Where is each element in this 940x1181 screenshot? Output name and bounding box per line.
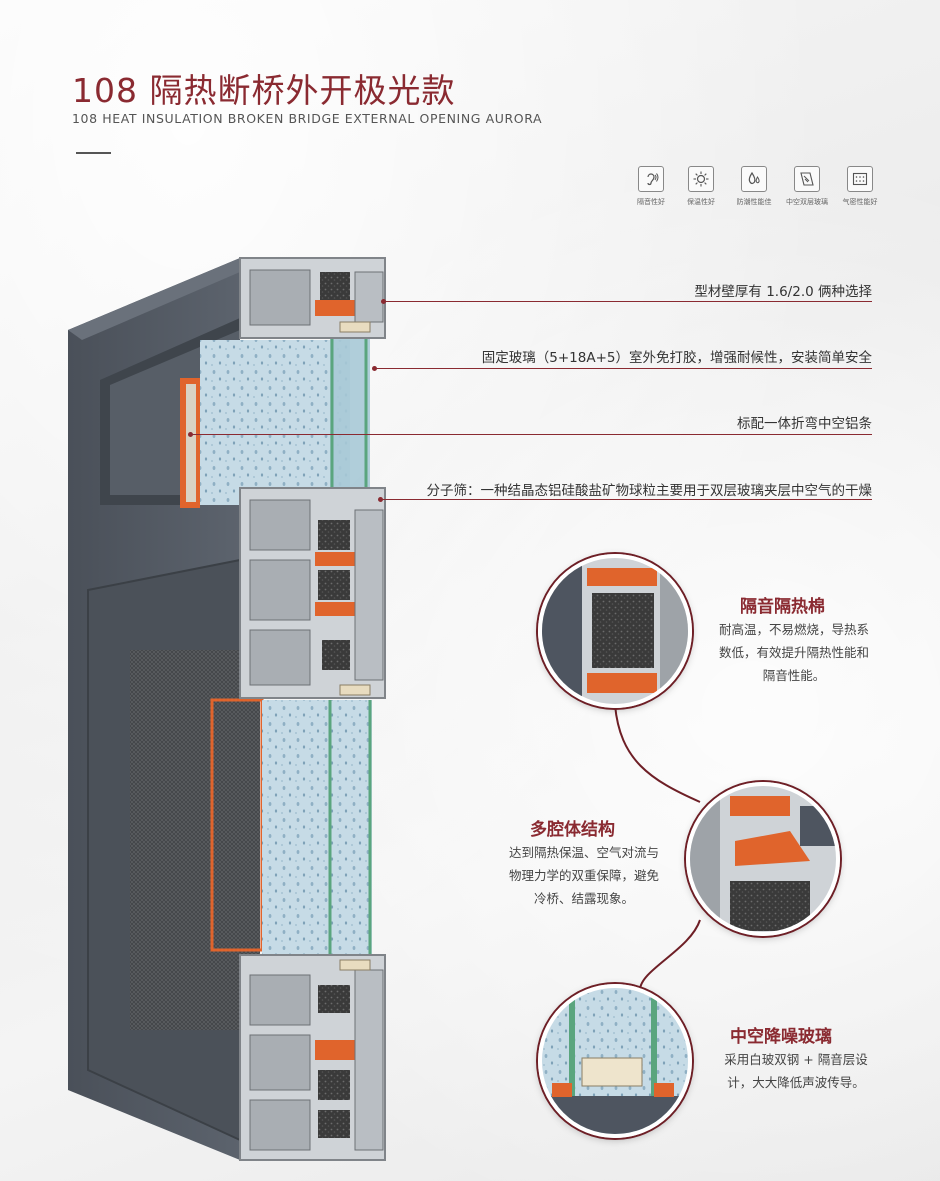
profile-bottom: [239, 954, 386, 1161]
feature-label: 气密性能好: [842, 198, 878, 206]
detail-line: 达到隔热保温、空气对流与: [508, 845, 659, 860]
profile-transom: [239, 487, 386, 699]
detail-line: 物理力学的双重保障，避免: [508, 868, 659, 883]
callout-4-text: 分子筛：一种结晶态铝硅酸盐矿物球粒主要用于双层玻璃夹层中空气的干燥: [426, 483, 873, 499]
detail-line: 隔音性能。: [762, 668, 826, 683]
detail-desc-2: 达到隔热保温、空气对流与 物理力学的双重保障，避免 冷桥、结露现象。: [494, 841, 674, 910]
detail-title-3: 中空降噪玻璃: [730, 1027, 832, 1047]
feature-icons-row: 隔音性好 保温性好 防潮性能佳 中空双层玻璃 气密性能好: [624, 166, 884, 210]
callout-3-dot: [188, 432, 193, 437]
detail-desc-3: 采用白玻双钢 + 隔音层设 计，大大降低声波传导。: [706, 1048, 886, 1094]
title-divider: [76, 152, 111, 154]
feature-label: 隔音性好: [637, 198, 665, 206]
callout-1-dot: [381, 299, 386, 304]
detail-line: 计，大大降低声波传导。: [727, 1075, 865, 1090]
detail-line: 数低，有效提升隔热性能和: [718, 645, 869, 660]
detail-line: 采用白玻双钢 + 隔音层设: [724, 1052, 868, 1067]
airtight-grid-icon: [847, 166, 873, 192]
page-subtitle: 108 HEAT INSULATION BROKEN BRIDGE EXTERN…: [72, 111, 543, 126]
feature-heat-insulation: 保温性好: [674, 166, 728, 207]
detail-circle-insulation-foam: [538, 554, 692, 708]
water-drops-icon: [741, 166, 767, 192]
sash-lower: [130, 650, 372, 1030]
callout-3-text: 标配一体折弯中空铝条: [737, 416, 872, 432]
detail-circle-hollow-glass: [538, 984, 692, 1138]
ear-icon: [638, 166, 664, 192]
callout-1-text: 型材壁厚有 1.6/2.0 俩种选择: [694, 284, 872, 300]
feature-sound-insulation: 隔音性好: [624, 166, 678, 207]
glass-layers-icon: [794, 166, 820, 192]
detail-desc-1: 耐高温，不易燃烧，导热系 数低，有效提升隔热性能和 隔音性能。: [706, 618, 882, 687]
detail-title-2: 多腔体结构: [530, 820, 615, 840]
callout-1-line: [384, 301, 872, 302]
callout-2-dot: [372, 366, 377, 371]
detail-circle-multi-cavity: [686, 782, 840, 936]
feature-moisture-proof: 防潮性能佳: [727, 166, 781, 207]
detail-title-1: 隔音隔热棉: [740, 597, 825, 617]
feature-airtight: 气密性能好: [833, 166, 887, 207]
detail-line: 耐高温，不易燃烧，导热系: [718, 622, 869, 637]
page-title: 108 隔热断桥外开极光款: [72, 71, 456, 110]
callout-2-text: 固定玻璃（5+18A+5）室外免打胶，增强耐候性，安装简单安全: [481, 350, 872, 366]
callout-2-line: [375, 368, 872, 369]
fixed-glass-upper: [180, 335, 370, 508]
profile-top: [239, 257, 386, 339]
feature-label: 防潮性能佳: [736, 198, 772, 206]
callout-4-dot: [378, 497, 383, 502]
callout-3-line: [191, 434, 872, 435]
callout-4-line: [381, 499, 872, 500]
feature-double-glazing: 中空双层玻璃: [780, 166, 834, 207]
feature-label: 保温性好: [687, 198, 715, 206]
feature-label: 中空双层玻璃: [786, 198, 828, 206]
detail-line: 冷桥、结露现象。: [533, 891, 634, 906]
sun-icon: [688, 166, 714, 192]
